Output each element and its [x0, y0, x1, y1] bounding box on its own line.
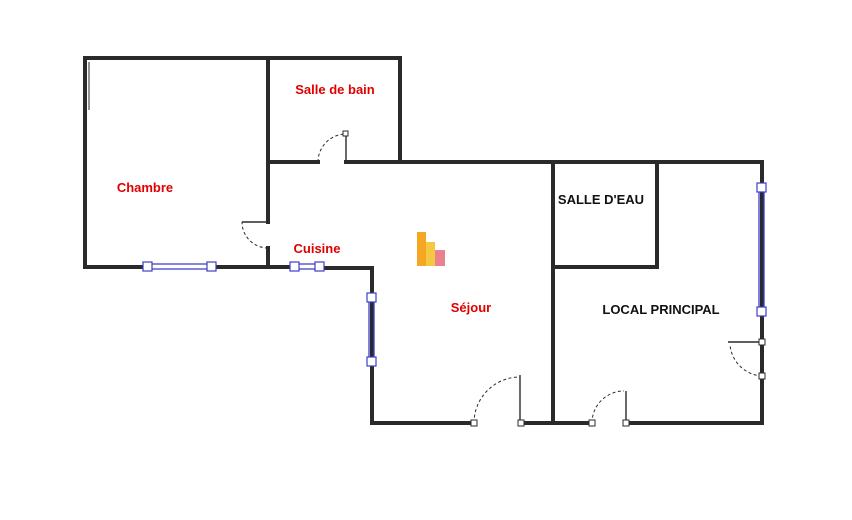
- wall-salle-eau: [551, 160, 659, 269]
- wall-bottom-left: [318, 266, 476, 425]
- door-sejour: [470, 375, 525, 427]
- label-salle-de-bain: Salle de bain: [295, 82, 375, 97]
- label-chambre: Chambre: [117, 180, 173, 195]
- wall-left: [83, 56, 150, 269]
- door-chambre: [241, 221, 269, 249]
- door-local-bottom: [588, 390, 630, 427]
- label-sejour: Séjour: [451, 300, 491, 315]
- label-local-principal: LOCAL PRINCIPAL: [602, 302, 719, 317]
- window-sejour: [366, 292, 377, 367]
- window-chambre: [142, 261, 217, 272]
- door-local-right: [728, 338, 766, 380]
- window-cuisine: [289, 261, 325, 272]
- doors: [241, 130, 766, 427]
- room-labels: Salle de bain Chambre Cuisine Séjour SAL…: [117, 82, 720, 317]
- door-salle-de-bain: [317, 130, 349, 163]
- label-cuisine: Cuisine: [294, 241, 341, 256]
- label-salle-d-eau: SALLE D'EAU: [558, 192, 644, 207]
- windows: [142, 182, 767, 367]
- bar-logo-icon: [417, 232, 445, 266]
- walls: [83, 56, 764, 425]
- window-local-principal: [756, 182, 767, 317]
